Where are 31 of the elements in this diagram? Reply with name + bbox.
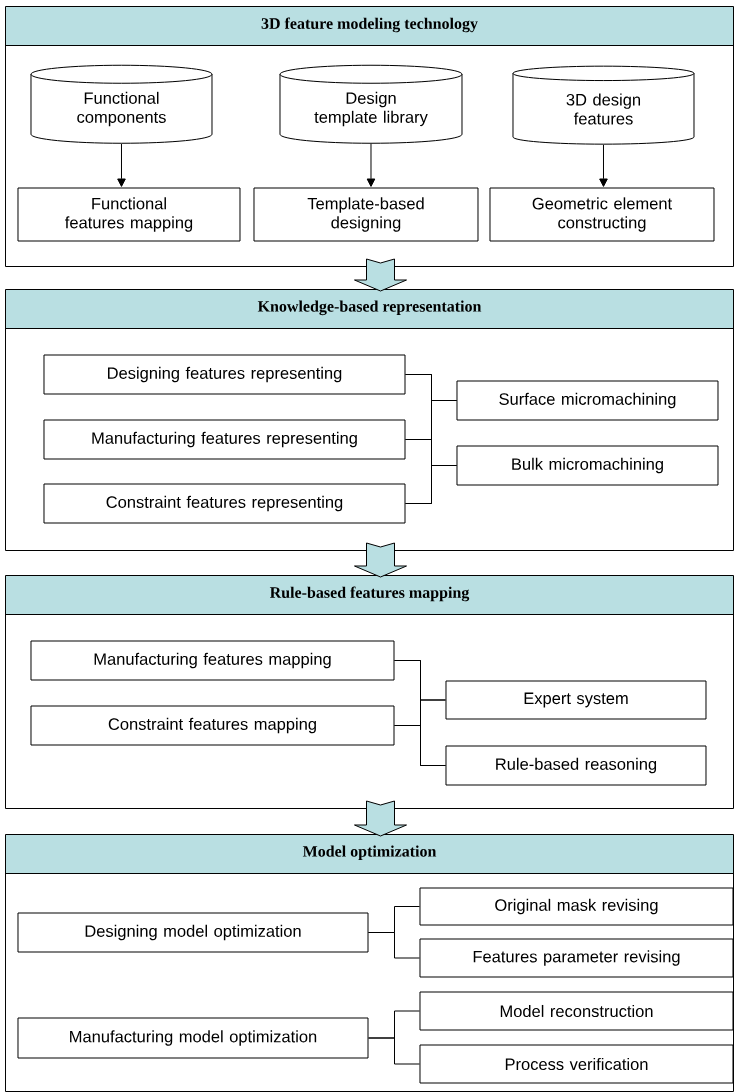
process-box: Model reconstruction xyxy=(419,991,734,1031)
process-box: Designing features representing xyxy=(43,354,406,395)
process-box: Template-based designing xyxy=(253,187,479,242)
process-box: Manufacturing model optimization xyxy=(17,1017,369,1059)
process-box: Rule-based reasoning xyxy=(445,745,707,786)
block-arrow xyxy=(354,258,407,292)
connector-line xyxy=(405,465,457,504)
database-cylinder: 3D design features xyxy=(512,65,695,145)
process-box: Geometric element constructing xyxy=(489,187,715,242)
process-box: Designing model optimization xyxy=(17,912,369,953)
process-box: Features parameter revising xyxy=(419,938,734,978)
process-box: Constraint features mapping xyxy=(30,705,395,746)
process-box: Original mask revising xyxy=(419,887,734,926)
arrow xyxy=(599,144,608,187)
process-box: Functional features mapping xyxy=(17,187,241,242)
process-box: Expert system xyxy=(445,680,707,720)
database-cylinder: Design template library xyxy=(279,64,463,144)
process-box: Bulk micromachining xyxy=(456,445,719,486)
arrow xyxy=(366,143,376,187)
process-box: Constraint features representing xyxy=(43,483,406,524)
process-box: Manufacturing features representing xyxy=(43,419,406,460)
connector-line xyxy=(368,1037,420,1065)
process-box: Surface micromachining xyxy=(456,380,719,421)
connector-line xyxy=(368,932,420,959)
process-box: Manufacturing features mapping xyxy=(30,640,395,681)
process-box: Process verification xyxy=(419,1044,734,1084)
connector-line xyxy=(394,725,446,766)
block-arrow xyxy=(354,800,407,837)
arrow xyxy=(117,143,126,187)
block-arrow xyxy=(354,542,407,578)
database-cylinder: Functional components xyxy=(30,64,213,144)
